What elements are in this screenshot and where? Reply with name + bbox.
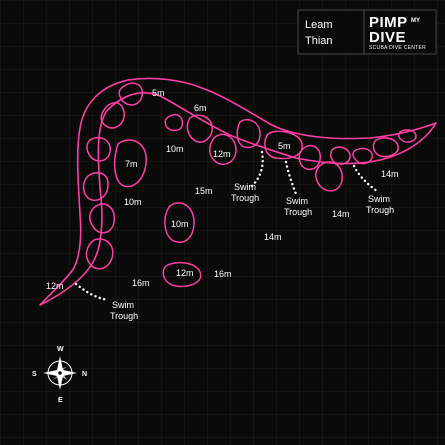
swim-trough-path	[74, 282, 110, 302]
depth-label: 12m	[46, 281, 64, 291]
depth-label: 14m	[332, 209, 350, 219]
brand-box	[363, 9, 437, 55]
depth-label: 15m	[195, 186, 213, 196]
compass-n: N	[82, 371, 87, 378]
swim-trough-label-line2: Trough	[110, 311, 138, 321]
depth-label: 10m	[171, 219, 189, 229]
depth-label: 14m	[381, 169, 399, 179]
compass-w: W	[57, 346, 64, 353]
swim-trough-paths	[74, 150, 380, 302]
brand-logo: PIMP MY DIVE SCUBA DIVE CENTER	[369, 14, 426, 51]
rock	[352, 147, 373, 165]
brand-tagline: SCUBA DIVE CENTER	[369, 45, 426, 51]
depth-label: 12m	[176, 268, 194, 278]
depth-label: 14m	[264, 232, 282, 242]
swim-trough-label-line2: Trough	[231, 193, 259, 203]
compass-e: E	[58, 397, 63, 404]
header: Leam Thian PIMP MY DIVE SCUBA DIVE CENTE…	[297, 9, 437, 55]
rock	[209, 133, 237, 166]
brand-line2: DIVE	[369, 29, 406, 46]
compass-s: S	[32, 371, 37, 378]
swim-trough-label-line2: Trough	[284, 207, 312, 217]
rock	[236, 118, 261, 149]
compass-rose: N S E W	[32, 346, 87, 404]
depth-label: 6m	[194, 103, 207, 113]
rock	[263, 130, 303, 160]
depth-label: 16m	[214, 269, 232, 279]
brand-line1: PIMP	[369, 14, 408, 31]
rock	[397, 129, 417, 143]
rock	[82, 171, 109, 202]
rock	[186, 114, 213, 143]
rock	[298, 144, 321, 171]
rock	[315, 161, 343, 192]
rock	[86, 136, 111, 162]
site-name-box	[297, 9, 365, 55]
swim-trough-labels: Swim Trough Swim Trough Swim Trough Swim…	[110, 182, 394, 321]
rock	[118, 82, 143, 106]
swim-trough-label-line1: Swim	[112, 300, 134, 310]
rock	[89, 203, 115, 234]
rock	[162, 261, 202, 288]
swim-trough-path	[250, 150, 264, 188]
depth-label: 5m	[152, 88, 165, 98]
depth-label: 12m	[213, 149, 231, 159]
rock	[329, 146, 351, 165]
swim-trough-label-line2: Trough	[366, 205, 394, 215]
compass-center	[57, 370, 63, 376]
swim-trough-label-line1: Swim	[286, 196, 308, 206]
depth-label: 10m	[124, 197, 142, 207]
swim-trough-label-line1: Swim	[234, 182, 256, 192]
rock	[113, 139, 147, 188]
depth-label: 10m	[166, 144, 184, 154]
rock	[164, 202, 195, 243]
rock	[164, 114, 184, 132]
depth-label: 16m	[132, 278, 150, 288]
depth-labels: 5m 6m 7m 10m 12m 5m 10m 15m 10m 12m 16m …	[46, 88, 399, 291]
depth-label: 5m	[278, 141, 291, 151]
rocks	[82, 82, 417, 288]
rock	[372, 137, 399, 158]
site-name-line2: Thian	[305, 35, 333, 47]
depth-label: 7m	[125, 159, 138, 169]
site-name-line1: Leam	[305, 19, 333, 31]
rock	[85, 238, 114, 270]
swim-trough-label-line1: Swim	[368, 194, 390, 204]
rock	[100, 102, 125, 129]
brand-my: MY	[411, 18, 420, 24]
reef-outline	[39, 77, 437, 306]
swim-trough-path	[352, 164, 380, 194]
